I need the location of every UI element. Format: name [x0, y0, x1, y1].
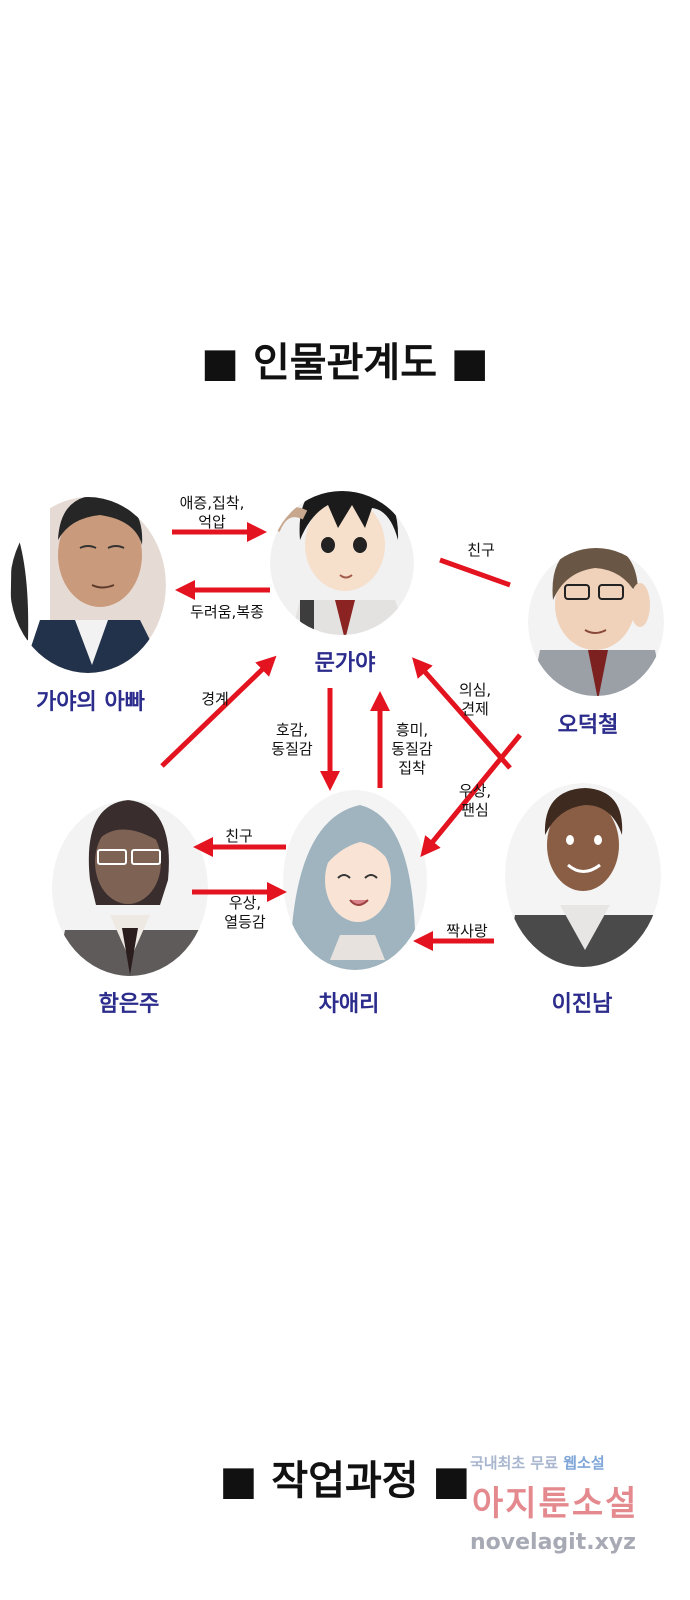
- watermark-line3: novelagit.xyz: [470, 1530, 636, 1555]
- ham-eunju-portrait: [52, 800, 208, 976]
- label-gaya-to-father: 두려움,복종: [190, 603, 264, 621]
- label-gaya-deokcheol: 친구: [467, 541, 495, 559]
- label-jinnam-to-aeri: 짝사랑: [446, 922, 488, 940]
- name-o-deokcheol: 오덕철: [557, 713, 619, 738]
- diagram-title: ■ 인물관계도 ■: [201, 340, 489, 386]
- gaya-father-portrait: [10, 497, 166, 673]
- process-title: ■ 작업과정 ■: [219, 1458, 471, 1504]
- arrow-deokcheol-to-gaya: [412, 657, 512, 770]
- label-deokcheol-to-gaya: 의심, 견제: [458, 681, 492, 718]
- watermark-line2: 아지툰소설: [472, 1484, 639, 1524]
- arrow-deokcheol-to-aeri: [420, 733, 522, 857]
- name-lee-jinnam: 이진남: [551, 992, 613, 1017]
- name-mun-gaya: 문가야: [314, 651, 376, 676]
- line-gaya-deokcheol: [439, 557, 511, 588]
- lee-jinnam-portrait: [505, 783, 661, 967]
- label-father-to-gaya: 애증,집착, 억압: [179, 494, 245, 531]
- name-ham-eunju: 함은주: [98, 992, 160, 1017]
- label-gaya-to-aeri: 호감, 동질감: [271, 721, 313, 758]
- label-deokcheol-to-aeri: 우상, 팬심: [458, 782, 492, 819]
- label-eunju-to-aeri: 우상, 열등감: [224, 894, 266, 931]
- label-aeri-to-eunju: 친구: [225, 827, 253, 845]
- label-eunju-to-gaya: 경계: [201, 690, 229, 708]
- relation-arrows: [160, 522, 522, 951]
- o-deokcheol-portrait: [528, 548, 664, 696]
- cha-aeri-portrait: [283, 790, 427, 970]
- label-aeri-to-gaya: 흥미, 동질감 집착: [391, 721, 433, 777]
- mun-gaya-portrait: [270, 491, 414, 635]
- name-gaya-father: 가야의 아빠: [36, 690, 145, 715]
- watermark-line1: 국내최초 무료 웹소설: [470, 1454, 605, 1472]
- name-cha-aeri: 차애리: [318, 992, 380, 1017]
- arrow-eunju-to-gaya: [160, 655, 277, 768]
